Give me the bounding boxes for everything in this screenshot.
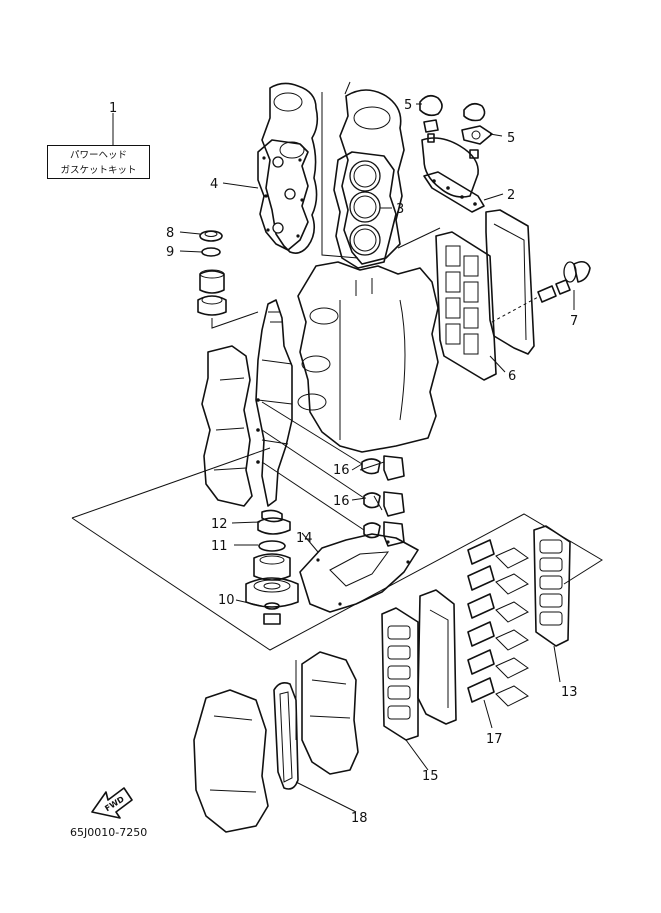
gasket-kit-label: パワーヘッド ガスケットキット bbox=[47, 145, 150, 179]
lower-oil-seal bbox=[263, 602, 281, 625]
cylinder-head-gasket bbox=[333, 151, 397, 269]
reed-valve-gasket bbox=[533, 525, 571, 647]
kit-label-line1: パワーヘッド bbox=[69, 150, 127, 161]
callout-18: 18 bbox=[351, 811, 368, 826]
callout-9: 9 bbox=[166, 245, 174, 260]
diagram-code: 65J0010-7250 bbox=[70, 826, 148, 839]
lower-oil-seal-housing-cap bbox=[257, 509, 291, 535]
intake-manifold-gasket bbox=[381, 607, 419, 741]
crankcase bbox=[201, 345, 260, 507]
callout-5-left: 5 bbox=[404, 98, 412, 113]
upper-oil-seal bbox=[197, 295, 227, 316]
reed-valves bbox=[467, 539, 529, 707]
callout-16-upper: 16 bbox=[333, 463, 350, 478]
callout-4: 4 bbox=[210, 177, 218, 192]
callout-5-right: 5 bbox=[507, 131, 515, 146]
exhaust-cover bbox=[485, 209, 535, 355]
silencer-seal bbox=[273, 682, 299, 790]
thermostat-cover-left bbox=[419, 94, 443, 143]
callout-16-lower: 16 bbox=[333, 494, 350, 509]
callout-10: 10 bbox=[218, 593, 235, 608]
callout-7: 7 bbox=[570, 314, 578, 329]
callout-12: 12 bbox=[211, 517, 228, 532]
bypass-cover-2 bbox=[363, 491, 405, 517]
callout-13: 13 bbox=[561, 685, 578, 700]
cylinder-head-cover bbox=[261, 82, 319, 254]
exhaust-manifold-gasket bbox=[299, 533, 419, 613]
intake-manifold bbox=[417, 589, 457, 725]
cylinder-block bbox=[297, 261, 439, 453]
callout-8: 8 bbox=[166, 226, 174, 241]
reed-valve-5 bbox=[467, 649, 529, 679]
callout-15: 15 bbox=[422, 769, 439, 784]
exhaust-cover-gasket bbox=[435, 231, 497, 381]
thermostat-cover-right bbox=[461, 102, 493, 159]
callout-14: 14 bbox=[296, 531, 313, 546]
oil-seal-upper bbox=[199, 230, 223, 242]
kit-label-line2: ガスケットキット bbox=[60, 165, 137, 176]
callout-2: 2 bbox=[507, 188, 515, 203]
reed-valve-6 bbox=[467, 677, 529, 707]
callout-1: 1 bbox=[109, 101, 117, 116]
o-ring bbox=[201, 247, 221, 257]
head-cover-gasket bbox=[257, 139, 309, 251]
reed-valve-4 bbox=[467, 621, 529, 651]
anode-fitting bbox=[491, 260, 591, 323]
reed-valve-2 bbox=[467, 565, 529, 595]
callout-6: 6 bbox=[508, 369, 516, 384]
callout-11: 11 bbox=[211, 539, 228, 554]
thermostat-housing bbox=[421, 137, 479, 198]
bypass-cover-1 bbox=[361, 455, 405, 481]
reed-valve-1 bbox=[467, 539, 529, 569]
callout-17: 17 bbox=[486, 732, 503, 747]
lower-o-ring bbox=[258, 540, 286, 552]
silencer-cover bbox=[193, 689, 269, 833]
housing-gasket bbox=[423, 171, 485, 213]
reed-valve-3 bbox=[467, 593, 529, 623]
forward-arrow-icon: FWD bbox=[91, 787, 133, 819]
carburetor-assembly bbox=[295, 651, 359, 775]
upper-bearing bbox=[199, 269, 225, 294]
cylinder-head bbox=[339, 89, 405, 265]
callout-3: 3 bbox=[396, 202, 404, 217]
crankshaft bbox=[255, 299, 293, 507]
lower-seal-housing bbox=[245, 553, 299, 608]
